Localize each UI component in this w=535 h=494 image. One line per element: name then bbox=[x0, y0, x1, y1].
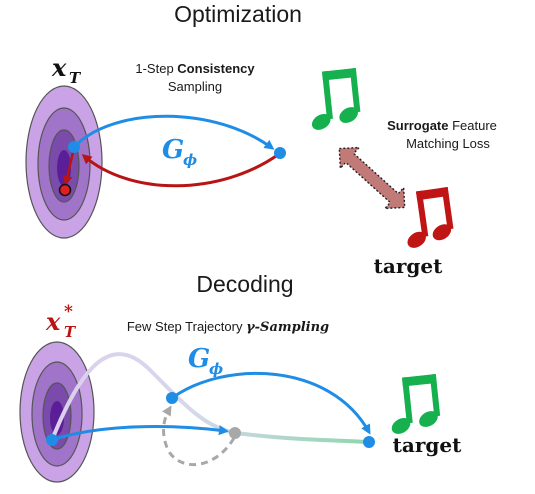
red-music-note-icon bbox=[407, 186, 454, 248]
generated-output-point bbox=[274, 147, 286, 159]
decoding-caption: Few Step Trajectory γ-Sampling bbox=[127, 319, 329, 335]
loss-caption-line1: Surrogate Feature bbox=[387, 118, 497, 133]
gradient-backprop-arrow bbox=[81, 152, 280, 188]
optimization-target-label: target bbox=[374, 254, 443, 278]
decoding-target-label: target bbox=[393, 433, 462, 457]
decoding-generator-symbol: G bbox=[188, 344, 210, 374]
forward-generation-arrow bbox=[73, 114, 275, 150]
renoised-point bbox=[229, 427, 241, 439]
sampling-caption-line1: 1-Step Consistency bbox=[135, 61, 255, 76]
generator-symbol: G bbox=[162, 135, 184, 165]
optimization-title: Optimization bbox=[174, 1, 302, 27]
green-music-note-icon bbox=[311, 68, 361, 130]
sampling-caption-line2: Sampling bbox=[168, 79, 222, 94]
decoding-latent-distribution bbox=[19, 341, 95, 483]
latent-symbol: x bbox=[51, 53, 67, 82]
sampling-trajectory bbox=[50, 352, 369, 444]
loss-caption-line2: Matching Loss bbox=[406, 136, 490, 151]
latent-subscript: T bbox=[69, 69, 82, 87]
decoded-output-point bbox=[363, 436, 375, 448]
latent-update-arrow bbox=[62, 151, 75, 186]
latent-start-point bbox=[68, 141, 80, 153]
decoding-title: Decoding bbox=[196, 271, 293, 297]
optimized-latent-point bbox=[46, 434, 58, 446]
updated-latent-point bbox=[58, 183, 72, 197]
double-headed-loss-arrow-icon bbox=[338, 146, 406, 210]
generator-subscript: ϕ bbox=[183, 151, 197, 169]
optimization-generator-label: G ϕ bbox=[162, 135, 197, 169]
decoding-generator-label: G ϕ bbox=[188, 344, 223, 378]
optimized-latent-subscript: T bbox=[64, 323, 77, 341]
intermediate-sample-point bbox=[166, 392, 178, 404]
decoding-latent-label: x * T bbox=[45, 302, 77, 341]
optimization-latent-label: x T bbox=[51, 53, 82, 87]
decoding-generator-subscript: ϕ bbox=[209, 360, 223, 378]
latent-to-intermediate-arrow bbox=[51, 425, 229, 442]
decode-to-target-arrow bbox=[171, 371, 371, 435]
decoded-green-music-note-icon bbox=[391, 374, 441, 434]
optimized-latent-superscript: * bbox=[64, 302, 73, 322]
renoise-loop-arrow bbox=[162, 405, 236, 466]
optimized-latent-symbol: x bbox=[45, 307, 61, 336]
